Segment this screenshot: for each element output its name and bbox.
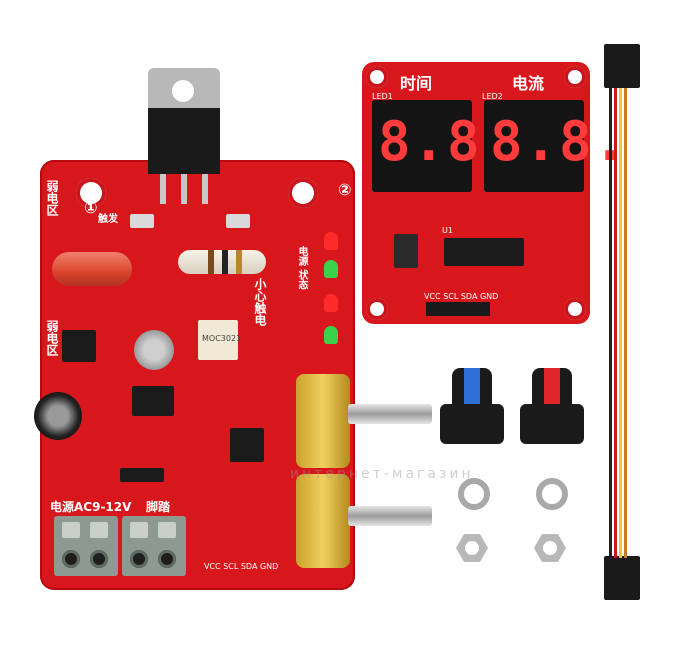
potentiometer-time[interactable] bbox=[296, 374, 350, 468]
optocoupler-chip: MOC3021 bbox=[198, 320, 241, 360]
reed-relay bbox=[52, 252, 132, 286]
hex-nut bbox=[534, 534, 566, 562]
mcu-chip bbox=[230, 428, 264, 462]
knob-red-cap[interactable] bbox=[532, 368, 572, 408]
marker-1: ① bbox=[84, 198, 98, 217]
cable-connector-bottom bbox=[604, 556, 640, 600]
mounting-hole bbox=[366, 66, 388, 88]
mounting-hole bbox=[76, 178, 106, 208]
led-green bbox=[324, 260, 338, 278]
knob-blue-cap[interactable] bbox=[452, 368, 492, 408]
mounting-hole bbox=[564, 298, 586, 320]
led-red bbox=[324, 232, 338, 250]
knob-blue-base[interactable] bbox=[440, 404, 504, 444]
triac-leg bbox=[160, 174, 166, 204]
weak-zone-label: 弱电区 bbox=[45, 180, 59, 216]
triac-body bbox=[148, 108, 220, 174]
mounting-hole bbox=[366, 298, 388, 320]
power-supply-label: 电源AC9-12V bbox=[50, 500, 132, 514]
driver-chip: U1 bbox=[442, 226, 524, 266]
time-title: 时间 bbox=[400, 74, 433, 93]
solder-pad bbox=[226, 214, 250, 228]
ic-chip bbox=[132, 386, 174, 416]
solder-pad bbox=[130, 214, 154, 228]
potentiometer-shaft[interactable] bbox=[348, 506, 432, 526]
wire-red bbox=[614, 88, 617, 558]
capacitor-large bbox=[34, 392, 82, 440]
led-red bbox=[324, 294, 338, 312]
power-status-label: 电源 状态 bbox=[296, 246, 307, 290]
power-resistor bbox=[178, 250, 266, 274]
foot-pedal-label: 脚踏 bbox=[146, 500, 171, 514]
pedal-terminal bbox=[122, 516, 186, 576]
washer bbox=[536, 478, 568, 510]
weak-zone-label-2: 弱电区 bbox=[45, 320, 59, 356]
regulator-chip bbox=[62, 330, 96, 362]
marker-2: ② bbox=[338, 180, 352, 199]
wire-yellow bbox=[619, 88, 622, 558]
hex-nut bbox=[456, 534, 488, 562]
trigger-label: 触发 bbox=[98, 214, 118, 225]
capacitor bbox=[134, 330, 174, 370]
wire-orange bbox=[624, 88, 627, 558]
pin-header bbox=[426, 302, 490, 316]
led-green bbox=[324, 326, 338, 344]
display-pins-label: VCC SCL SDA GND bbox=[424, 292, 499, 301]
cable-connector-top bbox=[604, 44, 640, 88]
caution-label: 小心触电 bbox=[253, 278, 267, 326]
led2-label: LED2 bbox=[482, 92, 503, 101]
triac-leg bbox=[202, 174, 208, 204]
triac-leg bbox=[181, 174, 187, 204]
transistor bbox=[120, 468, 164, 482]
crystal bbox=[394, 234, 418, 268]
power-terminal bbox=[54, 516, 118, 576]
time-display: 8.8. bbox=[372, 100, 514, 192]
current-title: 电流 bbox=[512, 74, 545, 93]
wire-black bbox=[609, 88, 612, 558]
display-board: 时间 电流 LED1 LED2 8.8. 8.8. U1 VCC SCL SDA… bbox=[362, 62, 626, 324]
potentiometer-shaft[interactable] bbox=[348, 404, 432, 424]
mounting-hole bbox=[564, 66, 586, 88]
knob-red-base[interactable] bbox=[520, 404, 584, 444]
potentiometer-current[interactable] bbox=[296, 474, 350, 568]
washer bbox=[458, 478, 490, 510]
bottom-pins-label: VCC SCL SDA GND bbox=[204, 562, 279, 571]
watermark-text: интернет-магазин bbox=[290, 466, 474, 482]
mounting-hole bbox=[288, 178, 318, 208]
led1-label: LED1 bbox=[372, 92, 393, 101]
current-digits: 8.8. bbox=[490, 110, 629, 173]
current-display: 8.8. bbox=[484, 100, 626, 192]
